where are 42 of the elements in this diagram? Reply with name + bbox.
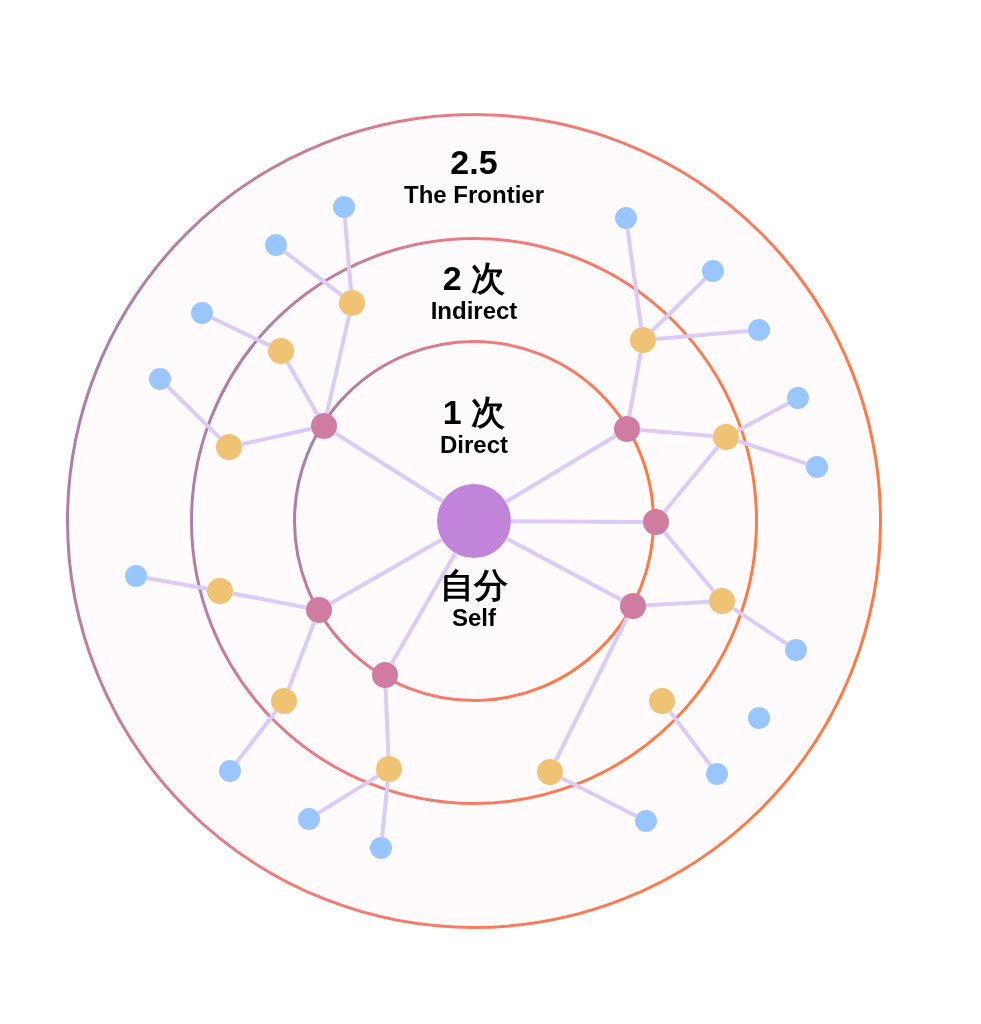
connector-line: [655, 328, 749, 341]
connector-line: [668, 710, 712, 767]
connector-line: [662, 445, 720, 514]
connector-line: [737, 439, 808, 466]
connector-line: [329, 537, 443, 606]
ring-heading: 2.5: [450, 143, 498, 181]
connector-line: [324, 315, 352, 414]
connector-line: [286, 621, 317, 690]
connector-line: [736, 401, 790, 433]
connector-line: [166, 385, 222, 440]
connector-line: [146, 575, 208, 591]
connector-line: [383, 687, 391, 757]
ring-caption: The Frontier: [404, 181, 544, 209]
connector-line: [285, 361, 320, 416]
connector-line: [731, 606, 788, 646]
self-caption: Self: [452, 604, 496, 632]
ring-heading: 2 次: [442, 259, 506, 297]
connector-line: [662, 530, 716, 593]
ring-caption: Direct: [440, 431, 508, 459]
connector-line: [504, 434, 617, 504]
connector-line: [333, 431, 444, 503]
connector-line: [317, 774, 380, 815]
connector-line: [650, 277, 707, 333]
ring-heading: 1 次: [442, 393, 506, 431]
connector-line: [560, 776, 638, 818]
connector-line: [627, 352, 643, 417]
connector-line: [554, 616, 629, 762]
connector-line: [241, 426, 312, 447]
connector-line: [389, 552, 458, 665]
connector-line: [283, 250, 343, 297]
connector-line: [625, 228, 644, 328]
ring-caption: Indirect: [430, 297, 518, 325]
connector-line: [639, 428, 714, 438]
connector-line: [211, 315, 271, 348]
connector-line: [235, 710, 278, 764]
connector-line: [380, 781, 390, 838]
connector-line: [511, 519, 643, 524]
self-heading: 自分: [440, 566, 508, 604]
connector-line: [505, 536, 623, 602]
connector-line: [645, 599, 710, 608]
connector-line: [232, 591, 307, 610]
connector-line: [342, 217, 353, 291]
